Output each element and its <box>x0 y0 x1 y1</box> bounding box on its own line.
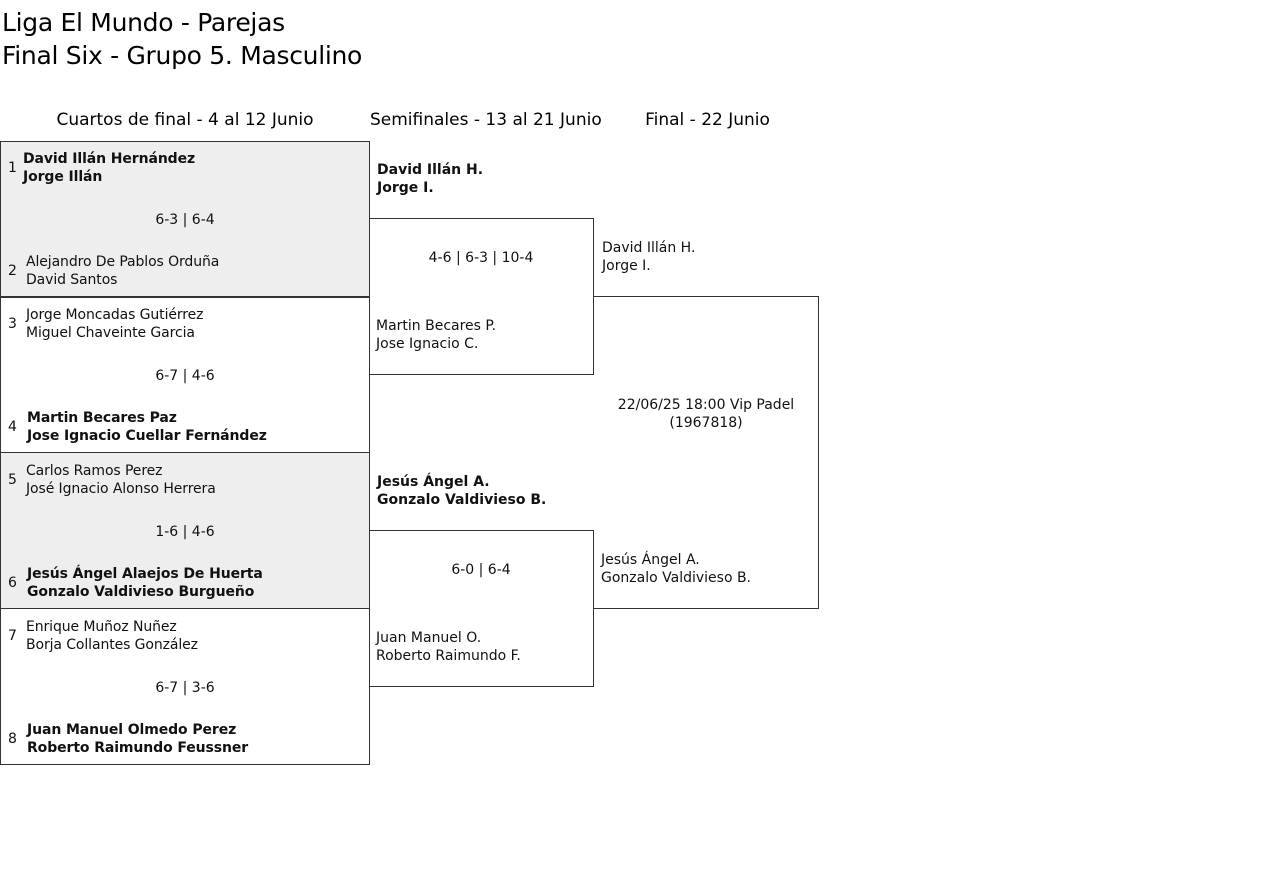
team-names: Martin Becares Paz Jose Ignacio Cuellar … <box>27 409 267 445</box>
seed-number: 1 <box>8 160 17 176</box>
player-name: Roberto Raimundo F. <box>376 648 521 664</box>
match-score: 6-7 | 3-6 <box>155 680 215 696</box>
seed-number: 6 <box>8 575 17 591</box>
team-names: Alejandro De Pablos Orduña David Santos <box>26 253 219 289</box>
player-name: Martin Becares P. <box>376 318 497 334</box>
player-name: Gonzalo Valdivieso B. <box>601 570 752 586</box>
semifinal-2-team-top: Jesús Ángel A. Gonzalo Valdivieso B. <box>377 473 546 509</box>
page-subtitle: Final Six - Grupo 5. Masculino <box>2 41 363 70</box>
player-name: David Illán H. <box>377 162 484 178</box>
player-name: David Santos <box>26 272 118 288</box>
player-name: Jesús Ángel A. <box>601 552 700 568</box>
semifinal-2-team-bottom: Juan Manuel O. Roberto Raimundo F. <box>376 629 521 665</box>
seed-number: 8 <box>8 731 17 747</box>
team-names: David Illán Hernández Jorge Illán <box>23 150 195 186</box>
player-name: David Illán H. <box>602 240 696 256</box>
seed-number: 5 <box>8 472 17 488</box>
page-title: Liga El Mundo - Parejas <box>2 8 285 37</box>
player-name: Juan Manuel O. <box>376 630 482 646</box>
player-name: David Illán Hernández <box>23 151 196 167</box>
final-match[interactable]: 22/06/25 18:00 Vip Padel (1967818) Jesús… <box>594 296 819 609</box>
player-name: José Ignacio Alonso Herrera <box>26 481 216 497</box>
player-name: Jose Ignacio C. <box>376 336 479 352</box>
seed-number: 7 <box>8 628 17 644</box>
player-name: Gonzalo Valdivieso Burgueño <box>27 584 255 600</box>
player-name: Juan Manuel Olmedo Perez <box>27 722 237 738</box>
round-header-final: Final - 22 Junio <box>645 110 770 130</box>
seed-number: 4 <box>8 419 17 435</box>
round-header-semifinals: Semifinales - 13 al 21 Junio <box>370 110 602 130</box>
team-names: Jesús Ángel Alaejos De Huerta Gonzalo Va… <box>27 565 263 601</box>
team-names: Enrique Muñoz Nuñez Borja Collantes Gonz… <box>26 618 198 654</box>
seed-number: 2 <box>8 263 17 279</box>
player-name: Jesús Ángel Alaejos De Huerta <box>27 566 263 582</box>
match-score: 4-6 | 6-3 | 10-4 <box>428 250 534 266</box>
final-match-info: 22/06/25 18:00 Vip Padel (1967818) <box>617 397 795 431</box>
semifinal-1-team-bottom: Martin Becares P. Jose Ignacio C. <box>376 317 496 353</box>
semifinal-match-2[interactable]: 6-0 | 6-4 Juan Manuel O. Roberto Raimund… <box>369 530 594 687</box>
player-name: Jorge I. <box>602 258 651 274</box>
player-name: Jose Ignacio Cuellar Fernández <box>27 428 267 444</box>
player-name: Jorge I. <box>377 180 434 196</box>
quarterfinal-match-1[interactable]: 1 David Illán Hernández Jorge Illán 6-3 … <box>0 141 370 298</box>
player-name: Enrique Muñoz Nuñez <box>26 619 177 635</box>
final-team-bottom: Jesús Ángel A. Gonzalo Valdivieso B. <box>601 551 751 587</box>
semifinal-1-team-top: David Illán H. Jorge I. <box>377 161 483 197</box>
player-name: Jesús Ángel A. <box>377 474 490 490</box>
match-score: 1-6 | 4-6 <box>155 524 215 540</box>
team-names: Carlos Ramos Perez José Ignacio Alonso H… <box>26 462 216 498</box>
round-header-quarterfinals: Cuartos de final - 4 al 12 Junio <box>56 110 314 130</box>
match-score: 6-0 | 6-4 <box>451 562 511 578</box>
player-name: Jorge Illán <box>23 169 103 185</box>
player-name: Roberto Raimundo Feussner <box>27 740 249 756</box>
final-team-top: David Illán H. Jorge I. <box>602 239 695 275</box>
player-name: Borja Collantes González <box>26 637 198 653</box>
match-score: 6-3 | 6-4 <box>155 212 215 228</box>
quarterfinal-match-2[interactable]: 3 Jorge Moncadas Gutiérrez Miguel Chavei… <box>0 296 370 453</box>
player-name: Jorge Moncadas Gutiérrez <box>26 307 204 323</box>
semifinal-match-1[interactable]: 4-6 | 6-3 | 10-4 Martin Becares P. Jose … <box>369 218 594 375</box>
quarterfinal-match-4[interactable]: 7 Enrique Muñoz Nuñez Borja Collantes Go… <box>0 608 370 765</box>
player-name: Martin Becares Paz <box>27 410 177 426</box>
player-name: Gonzalo Valdivieso B. <box>377 492 547 508</box>
seed-number: 3 <box>8 316 17 332</box>
match-score: 6-7 | 4-6 <box>155 368 215 384</box>
team-names: Juan Manuel Olmedo Perez Roberto Raimund… <box>27 721 248 757</box>
quarterfinal-match-3[interactable]: 5 Carlos Ramos Perez José Ignacio Alonso… <box>0 452 370 609</box>
player-name: Carlos Ramos Perez <box>26 463 163 479</box>
player-name: Miguel Chaveinte Garcia <box>26 325 195 341</box>
player-name: Alejandro De Pablos Orduña <box>26 254 220 270</box>
team-names: Jorge Moncadas Gutiérrez Miguel Chaveint… <box>26 306 204 342</box>
